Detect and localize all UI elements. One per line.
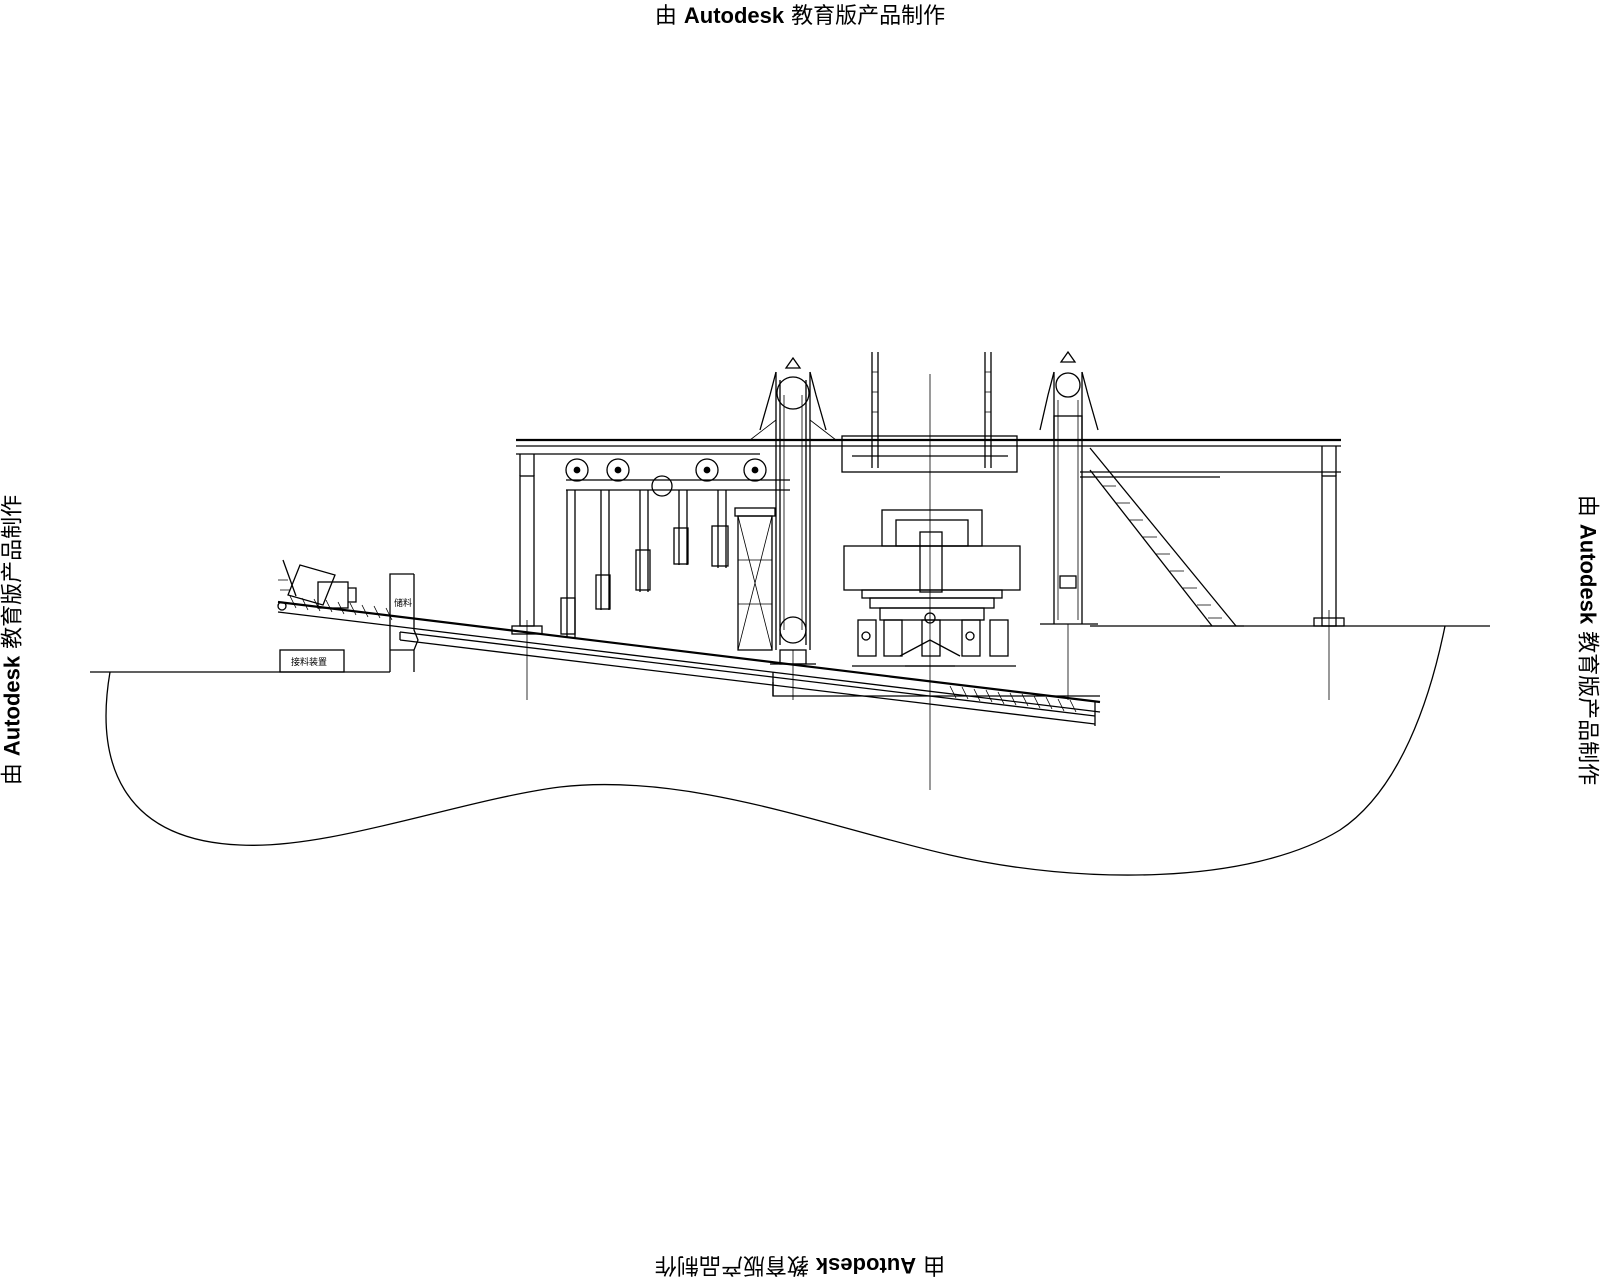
column-4 (1321, 475, 1337, 627)
main-frame (511, 438, 1345, 700)
hopper-label: 储料 (394, 597, 412, 609)
screw-drive-motor (277, 559, 357, 611)
receiving-device-label: 接料装置 (291, 656, 327, 668)
hanging-carriers (560, 490, 776, 651)
trolley-rail (565, 458, 790, 497)
receiving-device-box (279, 649, 345, 673)
screw-flights-right (949, 685, 1077, 713)
main-machine (843, 509, 1021, 667)
elevator-tower-right (1039, 350, 1099, 700)
center-upper-structure (841, 352, 1018, 790)
staircase (1089, 447, 1244, 627)
column-1 (519, 475, 535, 627)
watermark-top: 由 Autodesk 教育版产品制作 (0, 5, 1600, 28)
elevator-tower-left (749, 356, 837, 700)
watermark-brand: Autodesk (683, 3, 785, 28)
pit (772, 672, 1100, 697)
soil-boundary (105, 625, 1446, 876)
watermark-prefix: 由 (654, 4, 677, 29)
screw-conveyor (277, 595, 1101, 726)
receiving-area: 接料装置 储料 (279, 573, 419, 673)
watermark-suffix: 教育版产品制作 (791, 4, 946, 29)
trolley-wheels (565, 458, 767, 497)
